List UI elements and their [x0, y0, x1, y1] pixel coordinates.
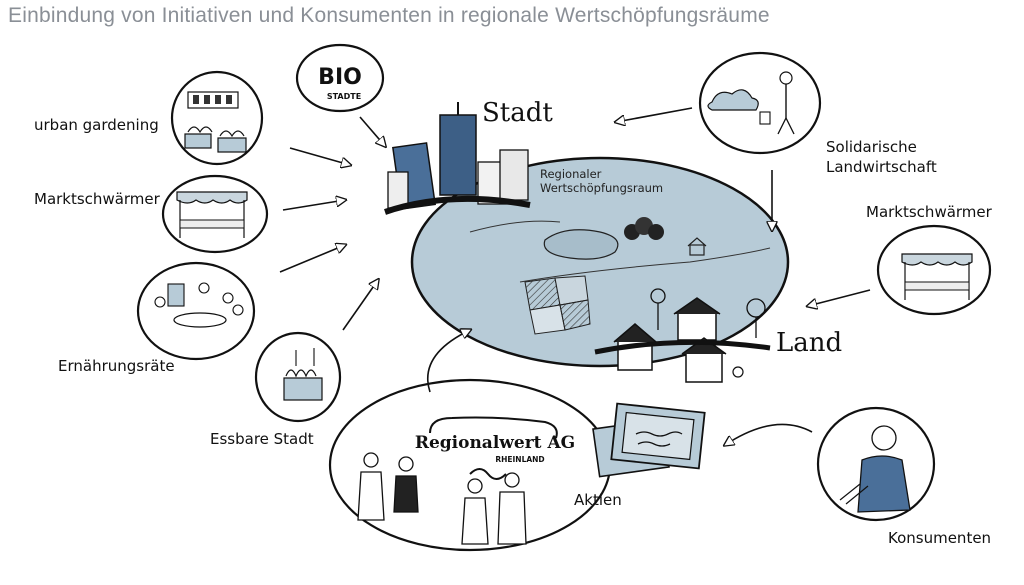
- region-label-line1: Regionaler: [540, 167, 602, 181]
- marktschwaermer-left-circle: [161, 174, 269, 254]
- urban-gardening-label: urban gardening: [34, 116, 159, 134]
- solawi-label-line2: Landwirtschaft: [826, 158, 937, 176]
- marktschwaermer-left-label: Marktschwärmer: [34, 190, 160, 208]
- arrow-bio-to-stadt: [359, 116, 385, 146]
- arrow-marktschwaermer-to-stadt: [282, 200, 345, 211]
- stadt-label: Stadt: [482, 98, 553, 128]
- marktschwaermer-right-circle: [876, 224, 992, 316]
- shares-certificate-icon: [592, 402, 706, 478]
- urban-gardening-circle: [170, 70, 264, 166]
- solawi-label: Solidarische Landwirtschaft: [826, 137, 937, 177]
- bio-logo-subtext: STADTE: [327, 92, 361, 101]
- flow-arrows: [279, 107, 871, 445]
- page-title: Einbindung von Initiativen und Konsument…: [8, 4, 770, 27]
- ernaehrungsraete-circle: [136, 261, 256, 361]
- arrow-konsumenten-to-aktien: [725, 423, 813, 445]
- konsumenten-circle: [816, 406, 936, 522]
- people-group-icon: [357, 452, 527, 545]
- essbare-stadt-label: Essbare Stadt: [210, 430, 314, 448]
- arrow-ernaehrungsraete-to-stadt: [279, 245, 345, 273]
- marktschwaermer-right-label: Marktschwärmer: [866, 203, 992, 221]
- field-patches: [524, 275, 591, 335]
- arrow-urban-gardening-to-stadt: [289, 147, 350, 165]
- forest-icon: [624, 217, 664, 240]
- solawi-circle: [698, 51, 822, 155]
- aktien-label: Aktien: [574, 491, 622, 509]
- regionalwert-ag-group: Regionalwert AG RHEINLAND: [328, 378, 612, 552]
- village-icon: [594, 288, 771, 383]
- essbare-stadt-circle: [254, 331, 342, 423]
- solawi-label-line1: Solidarische: [826, 138, 917, 156]
- bio-logo-text: BIO: [318, 65, 362, 90]
- land-label: Land: [776, 328, 843, 358]
- farmhouse-icon: [687, 237, 707, 256]
- arrow-essbare-stadt-to-region: [342, 280, 378, 331]
- konsumenten-label: Konsumenten: [888, 529, 992, 547]
- ernaehrungsraete-label: Ernährungsräte: [58, 357, 175, 375]
- region-label-line2: Wertschöpfungsraum: [540, 181, 664, 195]
- city-skyline-icon: [384, 102, 531, 215]
- arrow-regionalwert-to-region: [426, 330, 470, 393]
- arrow-marktschwaermer-to-land: [808, 289, 871, 306]
- bio-staedte-logo: BIO STADTE: [295, 43, 385, 113]
- arrow-solawi-to-stadt: [616, 107, 693, 122]
- region-label: Regionaler Wertschöpfungsraum: [540, 167, 663, 195]
- regionalwert-logo-text: Regionalwert AG: [415, 433, 575, 453]
- regionalwert-logo-subtext: RHEINLAND: [495, 455, 544, 464]
